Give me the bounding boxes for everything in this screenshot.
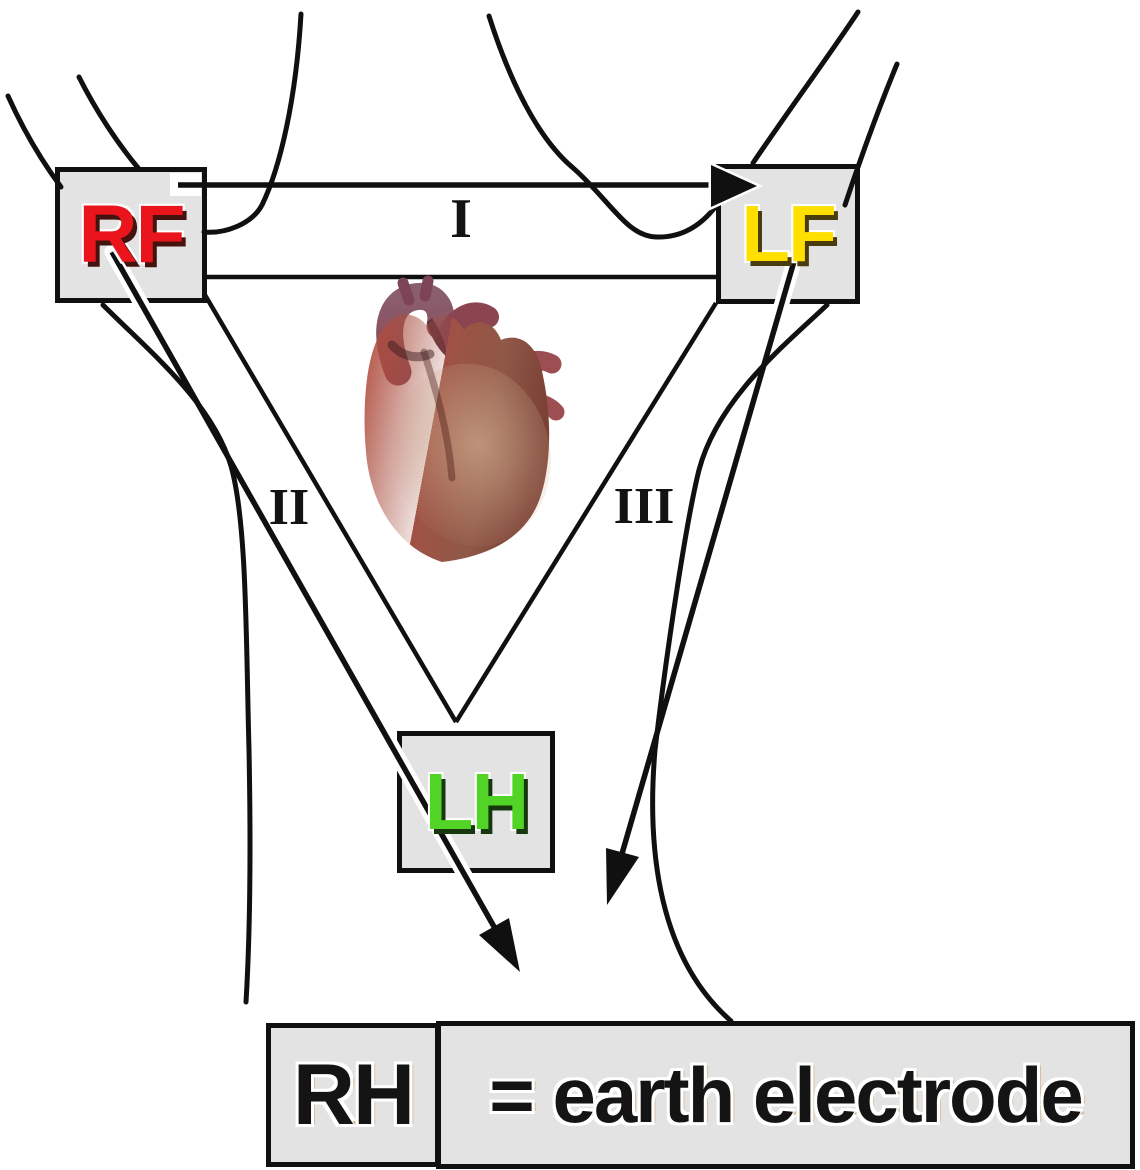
legend-box-earth — [436, 1021, 1135, 1169]
electrode-label-lh: LH — [424, 757, 530, 846]
electrode-label-rf: RF — [78, 189, 185, 280]
heart-crease — [420, 348, 456, 482]
legend-label-rh: RH — [292, 1047, 415, 1143]
legend-label-earth-electrode: = earth electrode — [489, 1051, 1083, 1139]
lead-i-arrowhead — [708, 161, 764, 211]
lead-label-iii: III — [613, 478, 675, 535]
rf-arrowhead — [479, 918, 520, 972]
einthoven-triangle-sides — [202, 274, 719, 724]
triangle-side-lead-ii — [203, 293, 458, 724]
animal-body-outline — [5, 9, 900, 1024]
lead-i-arrow — [178, 161, 764, 211]
heart-illustration — [364, 275, 565, 562]
triangle-side-lead-iii — [454, 301, 718, 724]
lead-label-i: I — [450, 188, 472, 250]
lf-to-earth-arrow — [606, 257, 798, 905]
rf-to-earth-arrow — [109, 250, 520, 972]
aorta-branch — [419, 275, 434, 302]
heart-sheen — [393, 363, 551, 547]
heart-crease — [387, 340, 435, 362]
lf-arrowhead — [606, 848, 639, 905]
aorta-branch — [397, 277, 415, 306]
electrode-label-lf: LF — [741, 189, 837, 278]
lead-label-ii: II — [268, 479, 310, 536]
